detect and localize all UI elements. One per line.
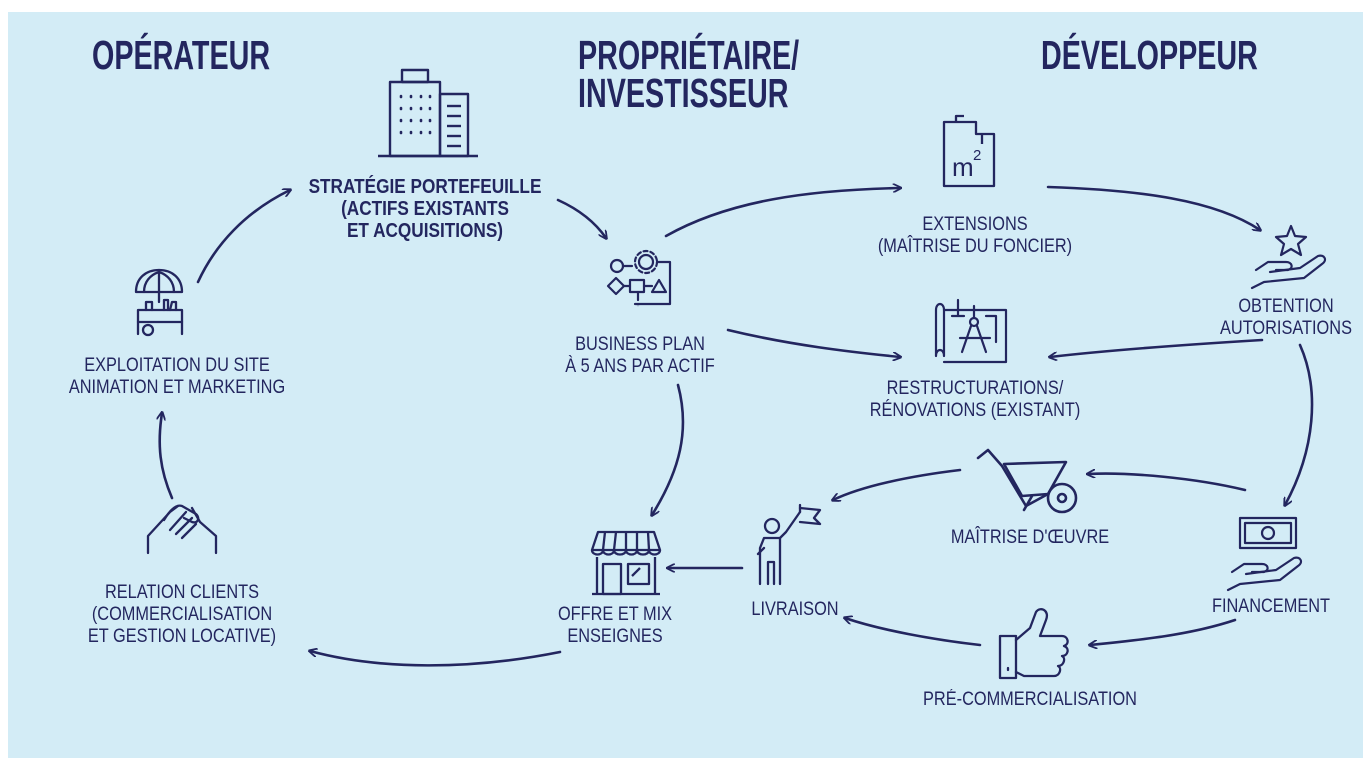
handshake-icon: [146, 504, 218, 555]
label-maitrise-line1: MAÎTRISE D'ŒUVRE: [950, 527, 1110, 548]
label-business-plan-line1: BUSINESS PLAN: [575, 334, 705, 355]
label-exploitation-line2: ANIMATION ET MARKETING: [68, 377, 286, 398]
building-icon: [378, 68, 478, 158]
label-precommercialisation-line1: PRÉ-COMMERCIALISATION: [923, 689, 1137, 710]
label-business-plan: BUSINESS PLAN À 5 ANS PAR ACTIF: [545, 334, 734, 378]
label-extensions-line2: (MAÎTRISE DU FONCIER): [877, 236, 1073, 257]
money-hand-icon: [1226, 516, 1303, 592]
thumbs-up-icon: [998, 608, 1069, 680]
process-flow-icon: [606, 249, 672, 307]
arrow-business-plan-to-extensions: [664, 188, 900, 238]
area-unit-text: m: [952, 152, 974, 182]
label-relation-line3: ET GESTION LOCATIVE): [87, 626, 277, 647]
label-precommercialisation: PRÉ-COMMERCIALISATION: [923, 689, 1138, 711]
title-proprietaire-line2: INVESTISSEUR: [578, 70, 789, 116]
label-exploitation-line1: EXPLOITATION DU SITE: [84, 355, 270, 376]
label-strategie-line2: (ACTIFS EXISTANTS: [341, 198, 509, 220]
arrow-exploitation-to-strategie: [196, 190, 290, 284]
label-business-plan-line2: À 5 ANS PAR ACTIF: [565, 356, 715, 377]
label-extensions-line1: EXTENSIONS: [922, 214, 1028, 235]
label-offre-line1: OFFRE ET MIX: [557, 604, 673, 625]
label-obtention: OBTENTION AUTORISATIONS: [1209, 296, 1363, 340]
label-offre-line2: ENSEIGNES: [567, 626, 663, 647]
hand-star-icon: [1250, 224, 1327, 290]
label-livraison: LIVRAISON: [731, 599, 860, 621]
title-operateur: OPÉRATEUR: [92, 32, 271, 78]
area-m2-icon: [942, 114, 996, 188]
title-developpeur: DÉVELOPPEUR: [1041, 32, 1258, 78]
label-offre: OFFRE ET MIX ENSEIGNES: [542, 604, 688, 648]
label-relation: RELATION CLIENTS (COMMERCIALISATION ET G…: [68, 582, 295, 648]
label-restructurations-line2: RÉNOVATIONS (EXISTANT): [869, 400, 1081, 421]
label-exploitation: EXPLOITATION DU SITE ANIMATION ET MARKET…: [52, 355, 301, 399]
label-relation-line1: RELATION CLIENTS: [104, 582, 260, 603]
label-financement-line1: FINANCEMENT: [1211, 596, 1331, 617]
arrow-obtention-to-restructurations: [1050, 338, 1264, 357]
arrow-maitrise-to-livraison: [833, 468, 962, 500]
arrow-extensions-to-obtention: [1046, 185, 1260, 230]
arrow-strategie-to-business-plan: [556, 198, 606, 238]
arrow-offre-to-relation: [310, 651, 562, 667]
label-strategie: STRATÉGIE PORTEFEUILLE (ACTIFS EXISTANTS…: [300, 176, 549, 242]
arrow-financement-to-maitrise: [1088, 474, 1247, 492]
arrow-business-plan-to-offre: [652, 383, 685, 515]
label-restructurations-line1: RESTRUCTURATIONS/: [886, 378, 1064, 399]
label-extensions: EXTENSIONS (MAÎTRISE DU FONCIER): [868, 214, 1083, 258]
title-proprietaire-line1: PROPRIÉTAIRE/: [578, 32, 800, 78]
arrow-precommercialisation-to-livraison: [845, 618, 982, 647]
market-cart-icon: [134, 268, 184, 337]
arrow-obtention-to-financement: [1285, 343, 1314, 505]
label-restructurations: RESTRUCTURATIONS/ RÉNOVATIONS (EXISTANT): [868, 378, 1083, 422]
arrow-financement-to-precommercialisation: [1090, 618, 1237, 645]
blueprint-compass-icon: [934, 298, 1008, 364]
arrow-business-plan-to-restructurations: [726, 328, 900, 357]
label-relation-line2: (COMMERCIALISATION: [91, 604, 273, 625]
arrow-relation-to-exploitation: [160, 413, 174, 500]
area-exponent-text: 2: [973, 147, 981, 164]
label-obtention-line2: AUTORISATIONS: [1220, 318, 1352, 339]
label-financement: FINANCEMENT: [1198, 596, 1344, 618]
label-strategie-line3: ET ACQUISITIONS): [346, 220, 504, 242]
title-proprietaire: PROPRIÉTAIRE/ INVESTISSEUR: [578, 32, 800, 116]
label-maitrise: MAÎTRISE D'ŒUVRE: [935, 527, 1124, 549]
storefront-icon: [590, 530, 662, 596]
diagram-background: [8, 12, 1363, 758]
label-obtention-line1: OBTENTION: [1238, 296, 1334, 317]
label-livraison-line1: LIVRAISON: [751, 599, 839, 620]
delivery-flag-icon: [756, 503, 822, 586]
label-strategie-line1: STRATÉGIE PORTEFEUILLE: [308, 176, 542, 198]
wheelbarrow-icon: [976, 448, 1078, 514]
